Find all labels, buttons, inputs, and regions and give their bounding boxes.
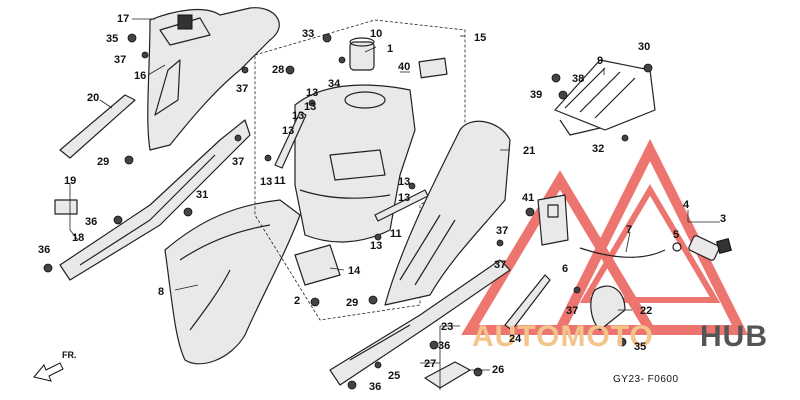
callout-13: 13 xyxy=(370,240,382,252)
callout-25: 25 xyxy=(388,370,400,382)
callout-1: 1 xyxy=(387,43,393,55)
callout-10: 10 xyxy=(370,28,382,40)
callout-13: 13 xyxy=(260,176,272,188)
callout-15: 15 xyxy=(474,32,486,44)
callout-5: 5 xyxy=(673,229,679,241)
callout-37: 37 xyxy=(494,259,506,271)
callout-13: 13 xyxy=(398,192,410,204)
callout-35: 35 xyxy=(106,33,118,45)
callout-33: 33 xyxy=(302,28,314,40)
callout-28: 28 xyxy=(272,64,284,76)
callout-36: 36 xyxy=(85,216,97,228)
callout-17: 17 xyxy=(117,13,129,25)
rear-carrier-9 xyxy=(554,59,656,136)
group-outline-box xyxy=(254,19,466,321)
callout-36: 36 xyxy=(369,381,381,393)
leader-lines xyxy=(69,18,720,390)
callout-35: 35 xyxy=(634,341,646,353)
callout-16: 16 xyxy=(134,70,146,82)
callout-numbers: 17 35 37 16 20 29 19 36 18 36 31 8 37 37… xyxy=(38,13,726,393)
callout-11: 11 xyxy=(274,175,286,187)
watermark-text-auto: AUTOMOTO xyxy=(472,320,654,353)
callout-29: 29 xyxy=(97,156,109,168)
callout-36: 36 xyxy=(438,340,450,352)
callout-9: 9 xyxy=(597,55,603,67)
side-cover-16 xyxy=(147,7,280,151)
callout-31: 31 xyxy=(196,189,208,201)
callout-4: 4 xyxy=(683,199,690,211)
callout-30: 30 xyxy=(638,41,650,53)
callout-20: 20 xyxy=(87,92,99,104)
seal-40 xyxy=(418,57,448,79)
callout-21: 21 xyxy=(523,145,535,157)
watermark-text-hub: HUB xyxy=(700,320,768,353)
callout-41: 41 xyxy=(522,192,534,204)
watermark-text: AUTOMOTO HUB xyxy=(472,320,768,353)
callout-32: 32 xyxy=(592,143,604,155)
callout-23: 23 xyxy=(441,321,453,333)
callout-38: 38 xyxy=(572,73,584,85)
callout-13: 13 xyxy=(398,176,410,188)
tray-14 xyxy=(294,244,341,286)
callout-19: 19 xyxy=(64,175,76,187)
label-plate-19 xyxy=(54,199,78,215)
callout-29: 29 xyxy=(346,297,358,309)
callout-2: 2 xyxy=(294,295,300,307)
callout-14: 14 xyxy=(348,265,361,277)
callout-37: 37 xyxy=(114,54,126,66)
callout-40: 40 xyxy=(398,61,410,73)
callout-8: 8 xyxy=(158,286,164,298)
front-direction-arrow: FR. xyxy=(33,350,77,382)
trim-strip-24 xyxy=(504,274,551,331)
callout-37: 37 xyxy=(236,83,248,95)
floor-side-cover-18 xyxy=(59,119,251,281)
callout-11: 11 xyxy=(390,228,402,240)
callout-27: 27 xyxy=(424,358,436,370)
holder-10 xyxy=(349,37,375,71)
callout-13: 13 xyxy=(306,87,318,99)
callout-13: 13 xyxy=(292,110,304,122)
callout-13: 13 xyxy=(304,101,316,113)
callout-37: 37 xyxy=(496,225,508,237)
body-cover-21 xyxy=(384,120,511,306)
callout-6: 6 xyxy=(562,263,568,275)
luggage-box-15 xyxy=(294,84,416,243)
cover-22 xyxy=(590,285,626,331)
trim-strip-20 xyxy=(59,94,136,159)
strip-11-a xyxy=(274,111,307,169)
callout-18: 18 xyxy=(72,232,84,244)
callout-34: 34 xyxy=(328,78,341,90)
callout-36: 36 xyxy=(38,244,50,256)
callout-24: 24 xyxy=(509,333,522,345)
callout-37: 37 xyxy=(232,156,244,168)
callout-37: 37 xyxy=(566,305,578,317)
hinge-bracket-6 xyxy=(537,194,569,246)
callout-22: 22 xyxy=(640,305,652,317)
callout-13: 13 xyxy=(282,125,294,137)
callout-7: 7 xyxy=(626,224,632,236)
callout-3: 3 xyxy=(720,213,726,225)
diagram-code: GY23- F0600 xyxy=(613,374,679,385)
callout-39: 39 xyxy=(530,89,542,101)
callout-26: 26 xyxy=(492,364,504,376)
under-cover-23 xyxy=(329,259,511,386)
seat-lock-cable-7 xyxy=(579,247,666,258)
front-direction-label: FR. xyxy=(62,350,77,360)
fasteners xyxy=(43,33,653,390)
leg-shield-8 xyxy=(164,199,301,365)
seat-lock-4 xyxy=(672,235,732,261)
